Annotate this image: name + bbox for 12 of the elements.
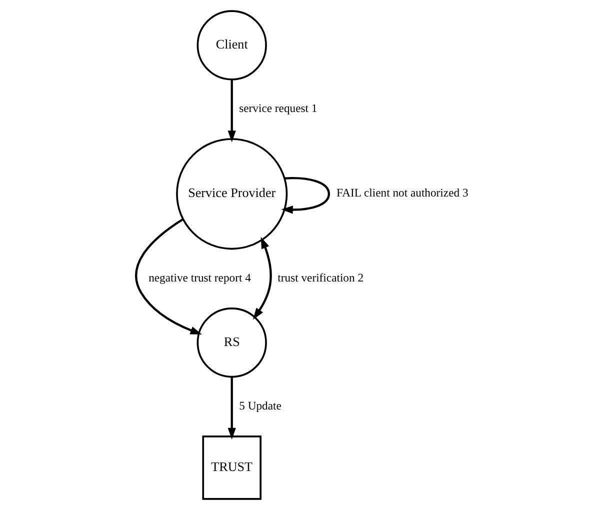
arrow (227, 376, 236, 440)
arrow (227, 80, 236, 142)
node-circle: Client (196, 10, 266, 80)
arrow (134, 218, 202, 334)
edge-label: FAIL client not authorized 3 (336, 186, 468, 200)
node-box: TRUST (202, 436, 261, 500)
arrow (280, 177, 330, 214)
arrow (252, 236, 272, 320)
edge-label: 5 Update (238, 399, 281, 412)
edge-label: negative trust report 4 (148, 271, 250, 284)
edge-label: trust verification 2 (277, 271, 364, 284)
edge-label: service request 1 (238, 102, 317, 115)
